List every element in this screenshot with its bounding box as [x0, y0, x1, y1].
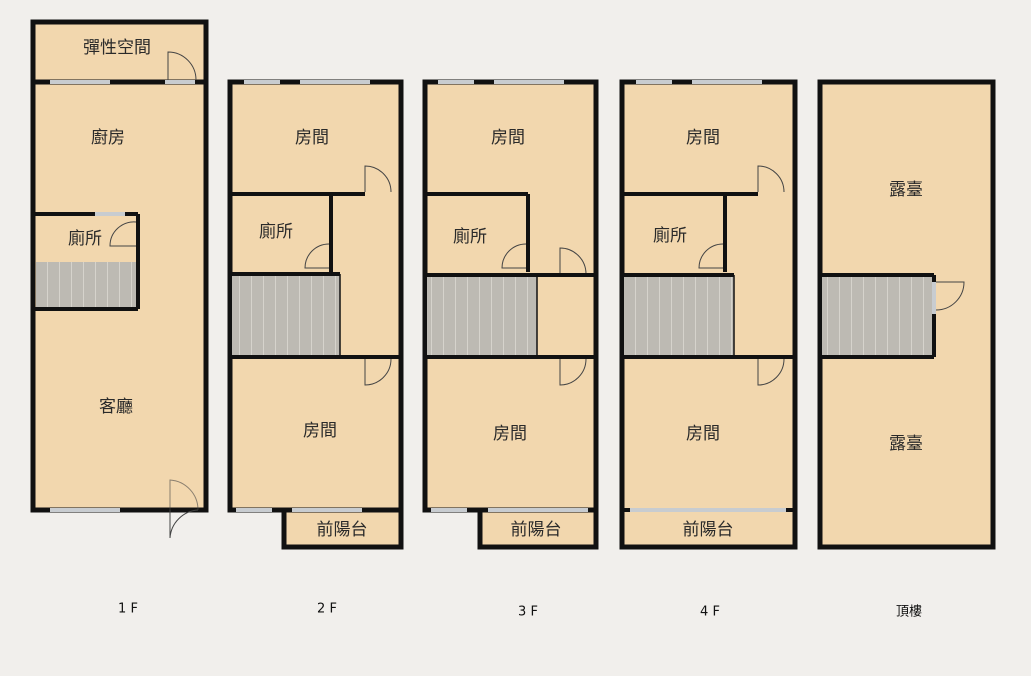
room-label-terrace-back: 露臺: [889, 180, 923, 200]
floor-2f: 房間 廁所 房間 前陽台 2 F: [227, 79, 404, 617]
room-label-room-back: 房間: [686, 128, 720, 148]
floor-label-2f: 2 F: [317, 602, 337, 617]
room-label-room-front: 房間: [493, 424, 527, 444]
floor-label-1f: 1 F: [118, 602, 138, 617]
stairs-4f: [624, 276, 734, 356]
floor-4f: 房間 廁所 房間 前陽台 4 F: [619, 79, 798, 620]
stairs-2f: [232, 274, 340, 356]
room-label-terrace-front: 露臺: [889, 434, 923, 454]
room-label-flexible-space: 彈性空間: [83, 38, 151, 58]
room-label-front-balcony: 前陽台: [683, 520, 734, 540]
room-label-living-room: 客廳: [99, 397, 133, 417]
floor-roof: 露臺 露臺 頂樓: [817, 79, 996, 620]
floor-label-3f: 3 F: [518, 605, 538, 620]
stairs-3f: [427, 276, 537, 356]
room-label-kitchen: 廚房: [91, 127, 125, 148]
room-label-room-back: 房間: [295, 128, 329, 148]
floor-1f: 彈性空間 廚房 廁所 客廳 1 F: [30, 19, 209, 617]
room-label-toilet: 廁所: [68, 228, 102, 249]
room-label-front-balcony: 前陽台: [511, 520, 562, 540]
floor-label-4f: 4 F: [700, 605, 720, 620]
room-label-room-front: 房間: [303, 421, 337, 441]
stairs-1f: [36, 262, 138, 308]
room-label-front-balcony: 前陽台: [317, 520, 368, 540]
room-label-toilet: 廁所: [259, 221, 293, 242]
room-label-toilet: 廁所: [453, 226, 487, 247]
room-label-room-front: 房間: [686, 424, 720, 444]
room-label-room-back: 房間: [491, 128, 525, 148]
stairs-roof: [822, 276, 932, 356]
floor-3f: 房間 廁所 房間 前陽台 3 F: [422, 79, 599, 620]
floor-label-roof: 頂樓: [896, 605, 922, 620]
room-label-toilet: 廁所: [653, 225, 687, 246]
